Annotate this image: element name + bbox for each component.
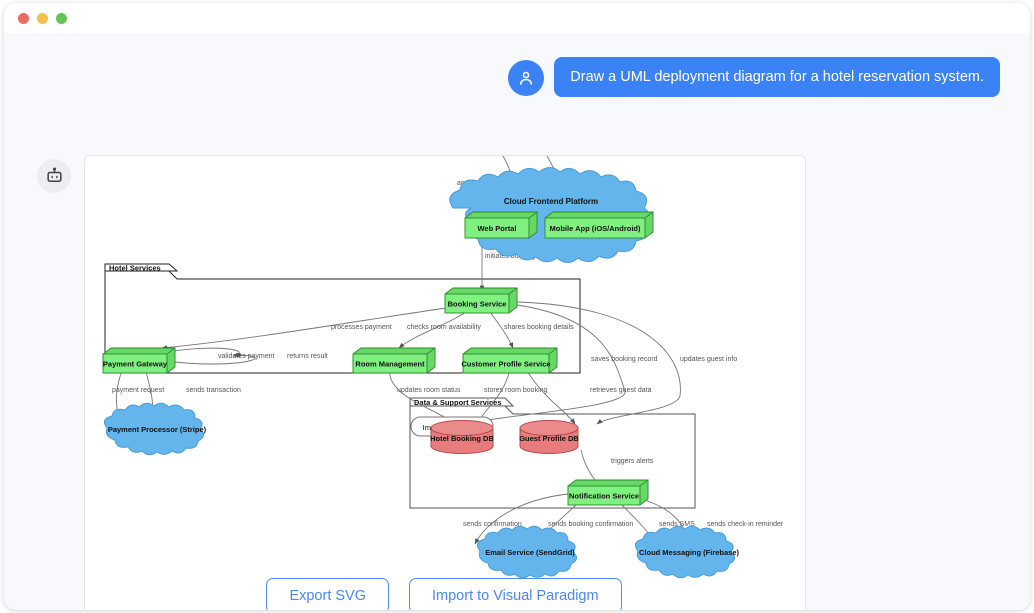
edge-label: validates payment <box>218 353 274 360</box>
node-label: Notification Service <box>569 492 639 501</box>
node-label: Booking Service <box>448 300 507 309</box>
chat-area: Draw a UML deployment diagram for a hote… <box>4 33 1030 610</box>
cloud-payment-processor[interactable]: Payment Processor (Stripe) <box>103 402 207 456</box>
edge-label: sends booking confirmation <box>548 521 633 528</box>
edge-label: sends SMS <box>659 521 695 528</box>
node-label: Hotel Booking DB <box>430 434 494 443</box>
edge-label: payment request <box>112 387 164 394</box>
edge-label: shares booking details <box>504 324 574 331</box>
close-window-button[interactable] <box>18 13 29 24</box>
window-titlebar <box>4 3 1030 33</box>
node-mobile-app[interactable]: Mobile App (iOS/Android) <box>544 211 654 239</box>
cloud-label: Cloud Messaging (Firebase) <box>639 548 740 557</box>
node-label: Web Portal <box>477 224 516 233</box>
edge-label: sends transaction <box>186 387 241 394</box>
uml-deployment-diagram: Hotel Services Data & Support Services <box>102 156 784 579</box>
edge-label: sends check-in reminder <box>707 521 784 528</box>
robot-icon <box>37 159 71 193</box>
import-to-visual-paradigm-button[interactable]: Import to Visual Paradigm <box>409 578 622 610</box>
node-label: Room Management <box>355 360 425 369</box>
user-message-bubble: Draw a UML deployment diagram for a hote… <box>554 57 1000 98</box>
node-label: Mobile App (iOS/Android) <box>550 224 641 233</box>
user-message-row: Draw a UML deployment diagram for a hote… <box>508 57 1000 98</box>
edge-label: updates guest info <box>680 356 737 363</box>
node-guest-profile-db[interactable]: Guest Profile DB <box>519 420 579 454</box>
diagram-actions: Export SVG Import to Visual Paradigm <box>84 578 804 610</box>
edge-label: stores room booking <box>484 387 548 394</box>
diagram-canvas[interactable]: Hotel Services Data & Support Services <box>84 155 806 610</box>
export-svg-button[interactable]: Export SVG <box>266 578 389 610</box>
cloud-cloud-messaging[interactable]: Cloud Messaging (Firebase) <box>634 525 740 579</box>
edge-label: updates room status <box>397 387 461 394</box>
node-label: Payment Gateway <box>103 360 168 369</box>
edge-label: initiates booking <box>485 253 535 260</box>
node-payment-gateway[interactable]: Payment Gateway <box>102 347 176 374</box>
node-booking-service[interactable]: Booking Service <box>444 287 518 314</box>
package-label: Data & Support Services <box>414 398 502 407</box>
cloud-label: Email Service (SendGrid) <box>485 548 575 557</box>
maximize-window-button[interactable] <box>56 13 67 24</box>
edge-label: processes payment <box>331 324 392 331</box>
cloud-email-service[interactable]: Email Service (SendGrid) <box>476 525 577 579</box>
cloud-label: Cloud Frontend Platform <box>504 197 598 206</box>
node-room-management[interactable]: Room Management <box>352 347 436 374</box>
node-hotel-booking-db[interactable]: Hotel Booking DB <box>430 420 494 454</box>
cloud-label: Payment Processor (Stripe) <box>108 425 207 434</box>
package-label: Hotel Services <box>109 264 161 273</box>
person-icon <box>508 60 545 96</box>
edge-label: returns result <box>287 353 328 360</box>
edge-label: saves booking record <box>591 356 658 363</box>
edge-label: retrieves guest data <box>590 387 652 394</box>
node-label: Customer Profile Service <box>461 360 550 369</box>
node-web-portal[interactable]: Web Portal <box>464 211 538 239</box>
edge-label: triggers alerts <box>611 458 654 465</box>
edge-label: checks room availability <box>407 324 481 331</box>
node-customer-profile-service[interactable]: Customer Profile Service <box>461 347 558 374</box>
node-notification-service[interactable]: Notification Service <box>567 479 649 506</box>
app-window: Draw a UML deployment diagram for a hote… <box>4 3 1030 610</box>
node-label: Guest Profile DB <box>519 434 579 443</box>
package-data-support-services: Data & Support Services <box>409 397 696 509</box>
edge-label: sends confirmation <box>463 521 522 528</box>
minimize-window-button[interactable] <box>37 13 48 24</box>
